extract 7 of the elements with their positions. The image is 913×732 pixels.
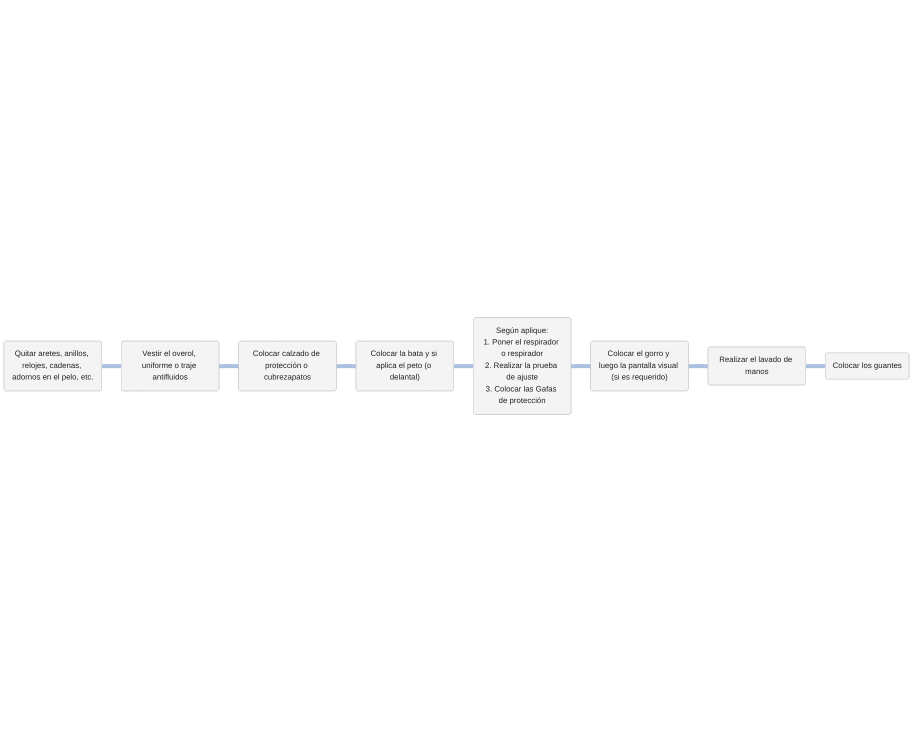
connector bbox=[336, 364, 356, 368]
connector bbox=[688, 364, 708, 368]
connector bbox=[454, 364, 474, 368]
connector bbox=[806, 364, 826, 368]
connector bbox=[102, 364, 122, 368]
connector bbox=[571, 364, 591, 368]
connector bbox=[219, 364, 239, 368]
